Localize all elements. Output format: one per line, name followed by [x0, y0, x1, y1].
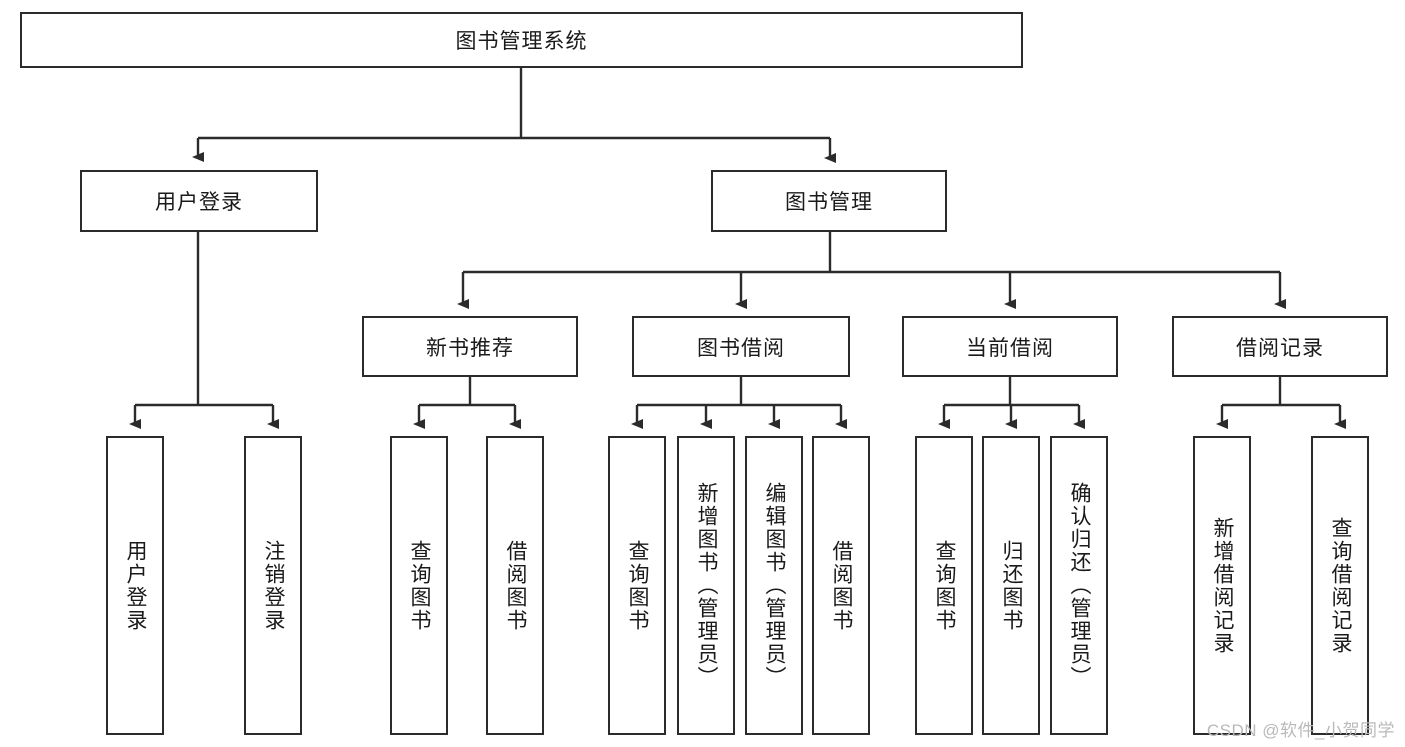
- node-label: 新增借阅记录: [1211, 516, 1235, 655]
- leaf-add-borrow-record[interactable]: 新增借阅记录: [1193, 436, 1251, 735]
- node-borrow-record[interactable]: 借阅记录: [1172, 316, 1388, 377]
- node-label: 新增图书（管理员）: [695, 482, 719, 689]
- node-user-login[interactable]: 用户登录: [80, 170, 318, 232]
- leaf-logout-login[interactable]: 注销登录: [244, 436, 302, 735]
- node-label: 查询图书: [408, 539, 432, 632]
- leaf-confirm-return-admin[interactable]: 确认归还（管理员）: [1050, 436, 1108, 735]
- node-label: 用户登录: [124, 539, 148, 632]
- node-label: 确认归还（管理员）: [1068, 482, 1092, 689]
- csdn-watermark: CSDN @软件_小贺同学: [1206, 721, 1395, 740]
- node-current-borrow[interactable]: 当前借阅: [902, 316, 1118, 377]
- leaf-return-book[interactable]: 归还图书: [982, 436, 1040, 735]
- node-label: 借阅图书: [830, 539, 854, 632]
- leaf-borrow-book[interactable]: 借阅图书: [812, 436, 870, 735]
- node-label: 当前借阅: [966, 336, 1054, 360]
- leaf-user-login[interactable]: 用户登录: [106, 436, 164, 735]
- node-book-management[interactable]: 图书管理: [711, 170, 947, 232]
- node-label: 用户登录: [155, 191, 243, 214]
- node-label: 图书管理系统: [455, 30, 588, 53]
- node-label: 查询图书: [626, 539, 650, 632]
- leaf-edit-book-admin[interactable]: 编辑图书（管理员）: [745, 436, 803, 735]
- node-label: 查询图书: [933, 539, 957, 632]
- node-label: 新书推荐: [426, 336, 514, 360]
- node-book-borrow[interactable]: 图书借阅: [632, 316, 850, 377]
- node-label: 借阅图书: [504, 539, 528, 632]
- node-label: 图书管理: [785, 191, 873, 214]
- leaf-query-book-current[interactable]: 查询图书: [915, 436, 973, 735]
- leaf-add-book-admin[interactable]: 新增图书（管理员）: [677, 436, 735, 735]
- node-label: 归还图书: [1000, 539, 1024, 632]
- leaf-query-book-borrow[interactable]: 查询图书: [608, 436, 666, 735]
- node-label: 借阅记录: [1236, 336, 1324, 360]
- node-label: 编辑图书（管理员）: [763, 482, 787, 689]
- leaf-query-book-new[interactable]: 查询图书: [390, 436, 448, 735]
- node-label: 注销登录: [262, 539, 286, 632]
- leaf-query-borrow-record[interactable]: 查询借阅记录: [1311, 436, 1369, 735]
- node-label: 图书借阅: [697, 336, 785, 360]
- node-root-book-management-system[interactable]: 图书管理系统: [20, 12, 1023, 68]
- node-new-book-recommend[interactable]: 新书推荐: [362, 316, 578, 377]
- node-label: 查询借阅记录: [1329, 516, 1353, 655]
- leaf-borrow-book-new[interactable]: 借阅图书: [486, 436, 544, 735]
